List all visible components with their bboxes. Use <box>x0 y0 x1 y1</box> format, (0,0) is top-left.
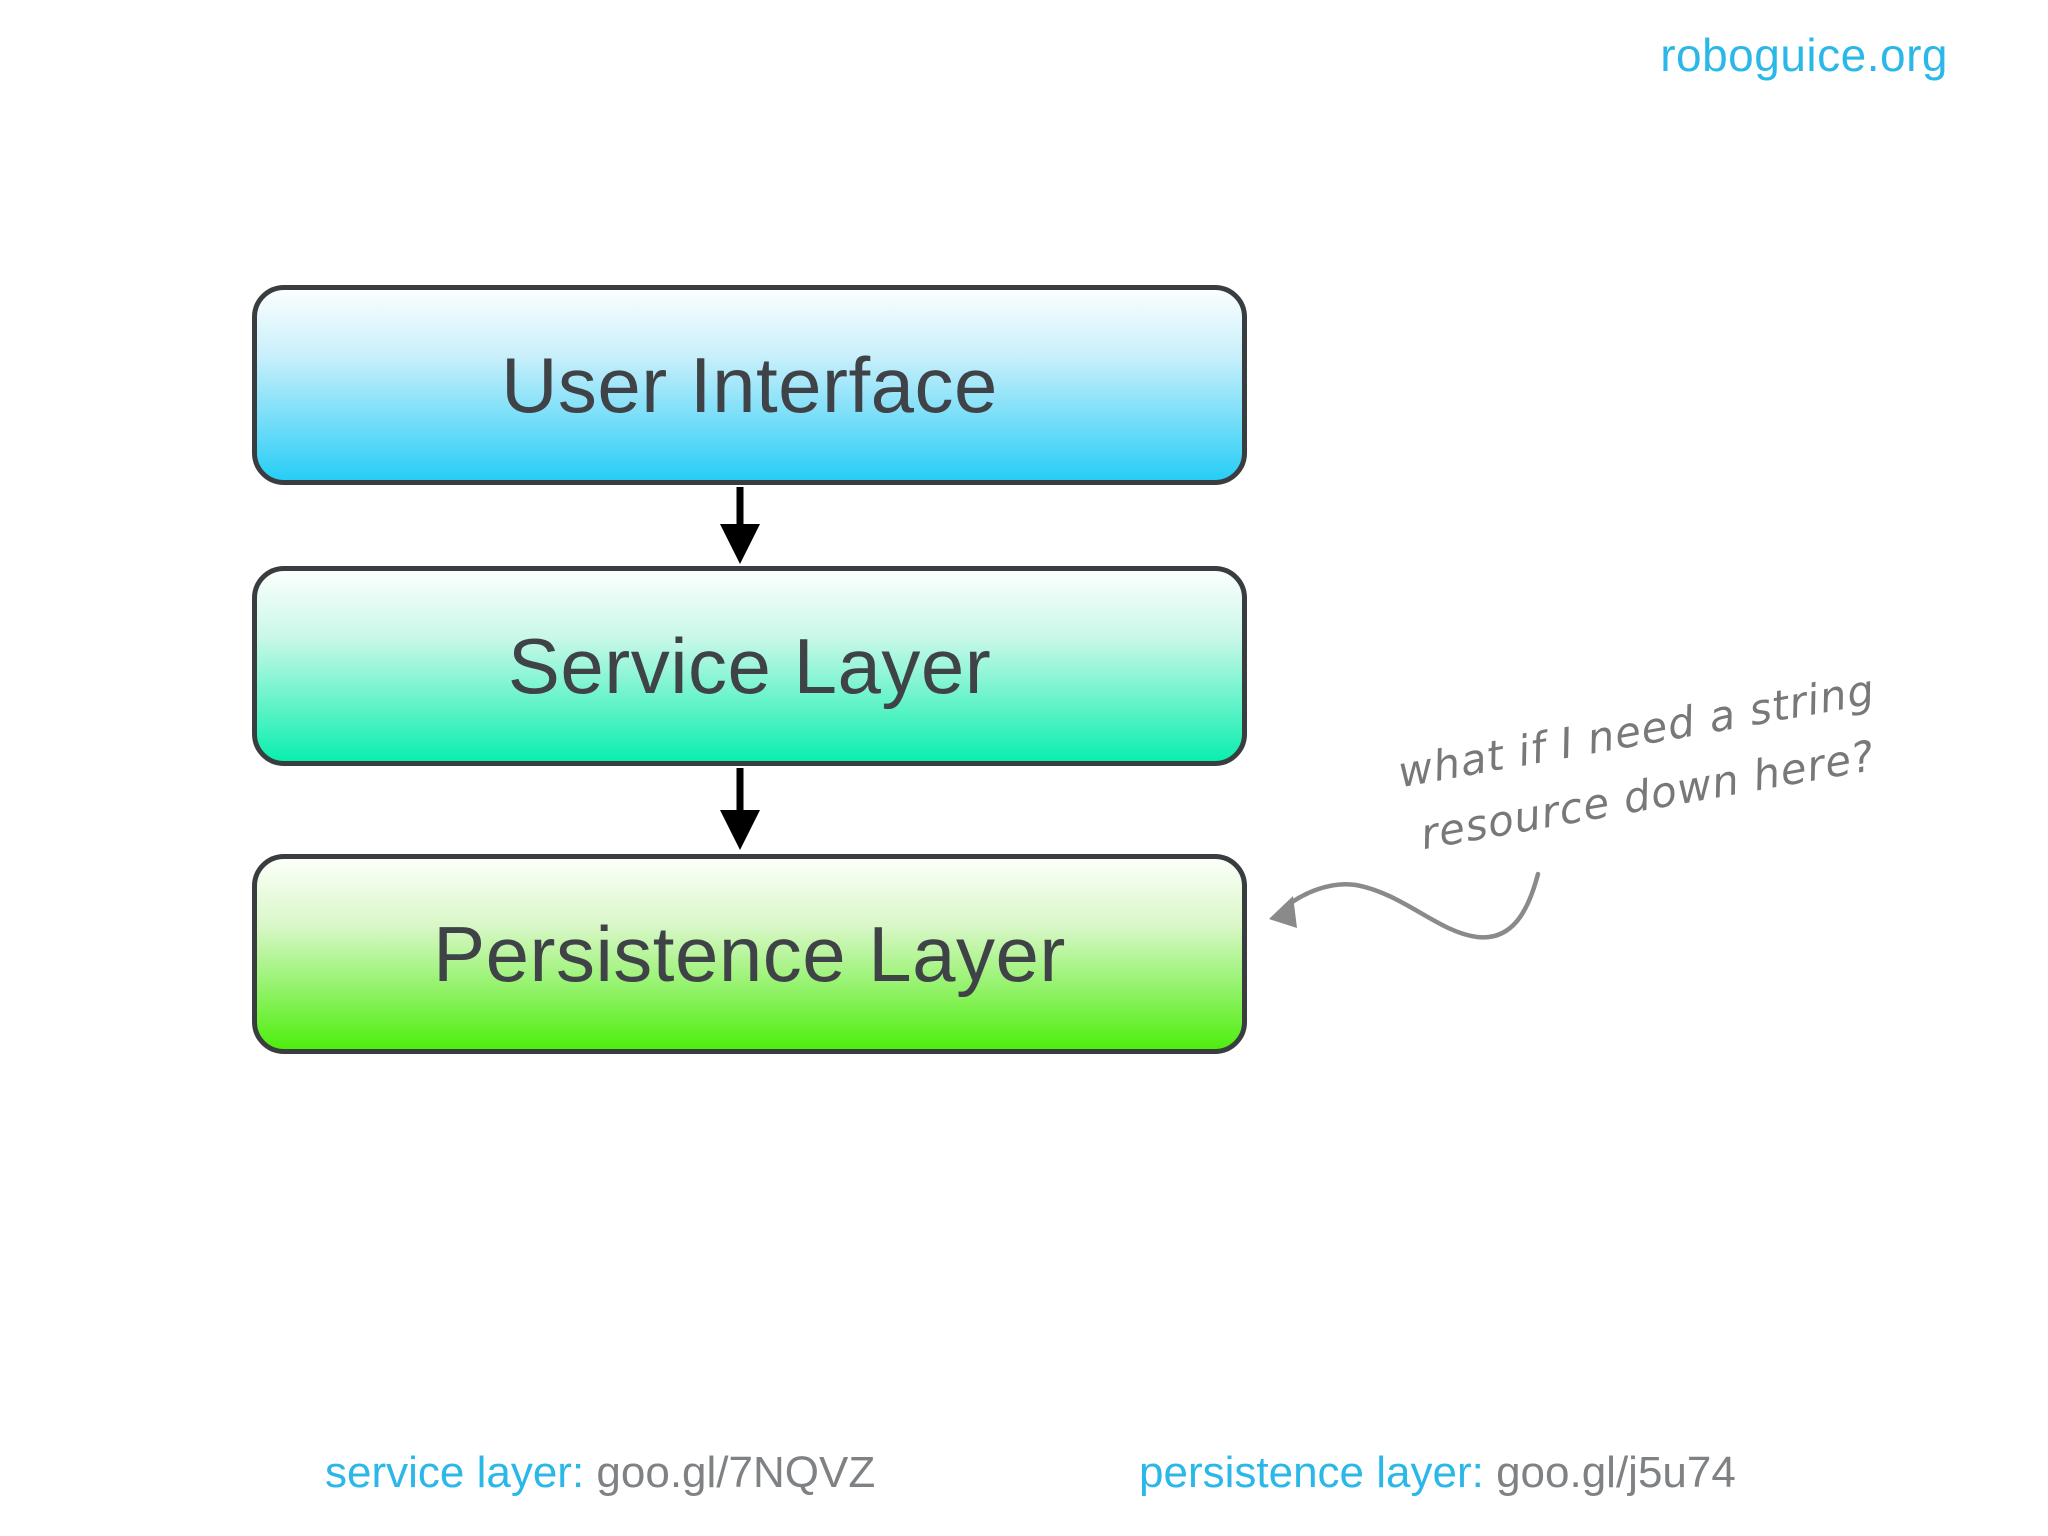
annotation-arrow <box>1269 871 1541 940</box>
service-layer-link-url: goo.gl/7NQVZ <box>596 1448 876 1497</box>
persistence-layer-link-label: persistence layer: <box>1139 1448 1484 1497</box>
layer-box-label: Persistence Layer <box>433 909 1066 998</box>
service-layer-link-label: service layer: <box>325 1448 585 1497</box>
annotation-arrowhead <box>1269 896 1297 928</box>
flow-arrow-ui-to-service <box>720 487 760 564</box>
layer-box-persistence-layer: Persistence Layer <box>252 854 1247 1054</box>
service-layer-link: service layer: goo.gl/7NQVZ <box>325 1448 875 1498</box>
site-url-text: roboguice.org <box>1660 29 1948 81</box>
layer-box-label: Service Layer <box>507 621 992 710</box>
persistence-layer-link-url: goo.gl/j5u74 <box>1496 1448 1736 1497</box>
layer-box-service-layer: Service Layer <box>252 566 1247 766</box>
flow-arrow-service-to-persistence <box>720 768 760 850</box>
persistence-layer-link: persistence layer: goo.gl/j5u74 <box>1139 1448 1736 1498</box>
handwritten-annotation: what if I need a string resource down he… <box>1365 652 1919 874</box>
layer-box-label: User Interface <box>501 340 998 429</box>
layer-box-user-interface: User Interface <box>252 285 1247 485</box>
